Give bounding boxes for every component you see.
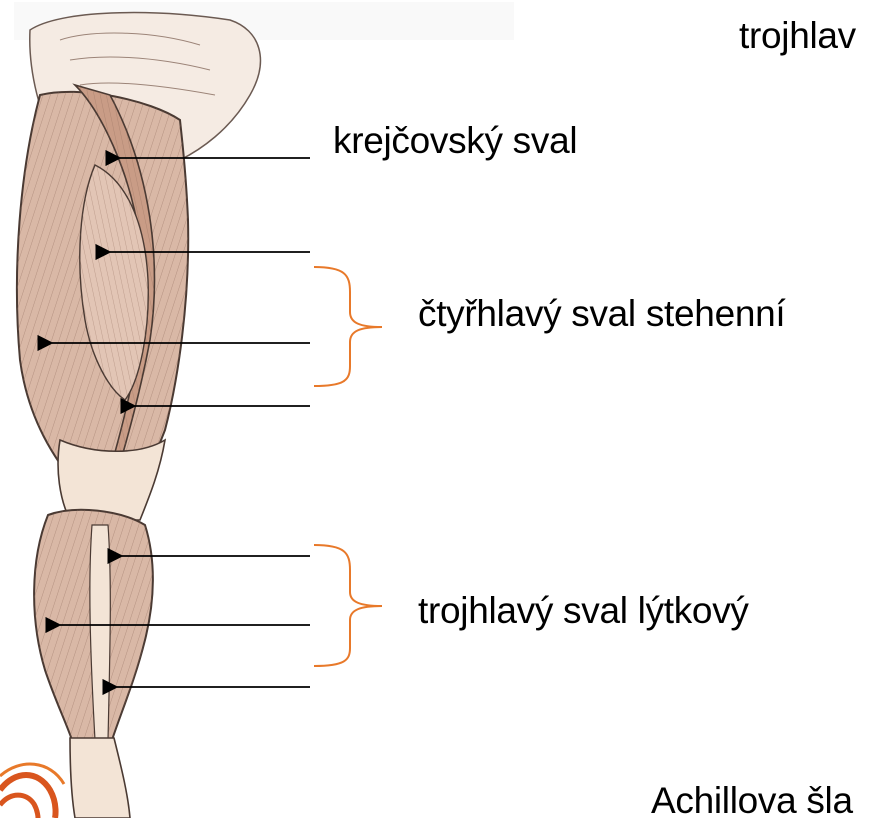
knee [58, 440, 165, 520]
label-quadriceps: čtyřhlavý sval stehenní [418, 295, 785, 332]
label-sartorius: krejčovský sval [333, 122, 577, 159]
ankle [70, 738, 130, 818]
label-achilles-partial: Achillova šla [651, 782, 853, 818]
orange-swirl-icon [0, 764, 64, 818]
label-top-partial: trojhlav [739, 17, 856, 54]
tibia-front [90, 525, 110, 740]
curly-brace-icon [314, 267, 382, 386]
curly-brace-icon [314, 545, 382, 666]
label-triceps-surae: trojhlavý sval lýtkový [418, 592, 749, 629]
